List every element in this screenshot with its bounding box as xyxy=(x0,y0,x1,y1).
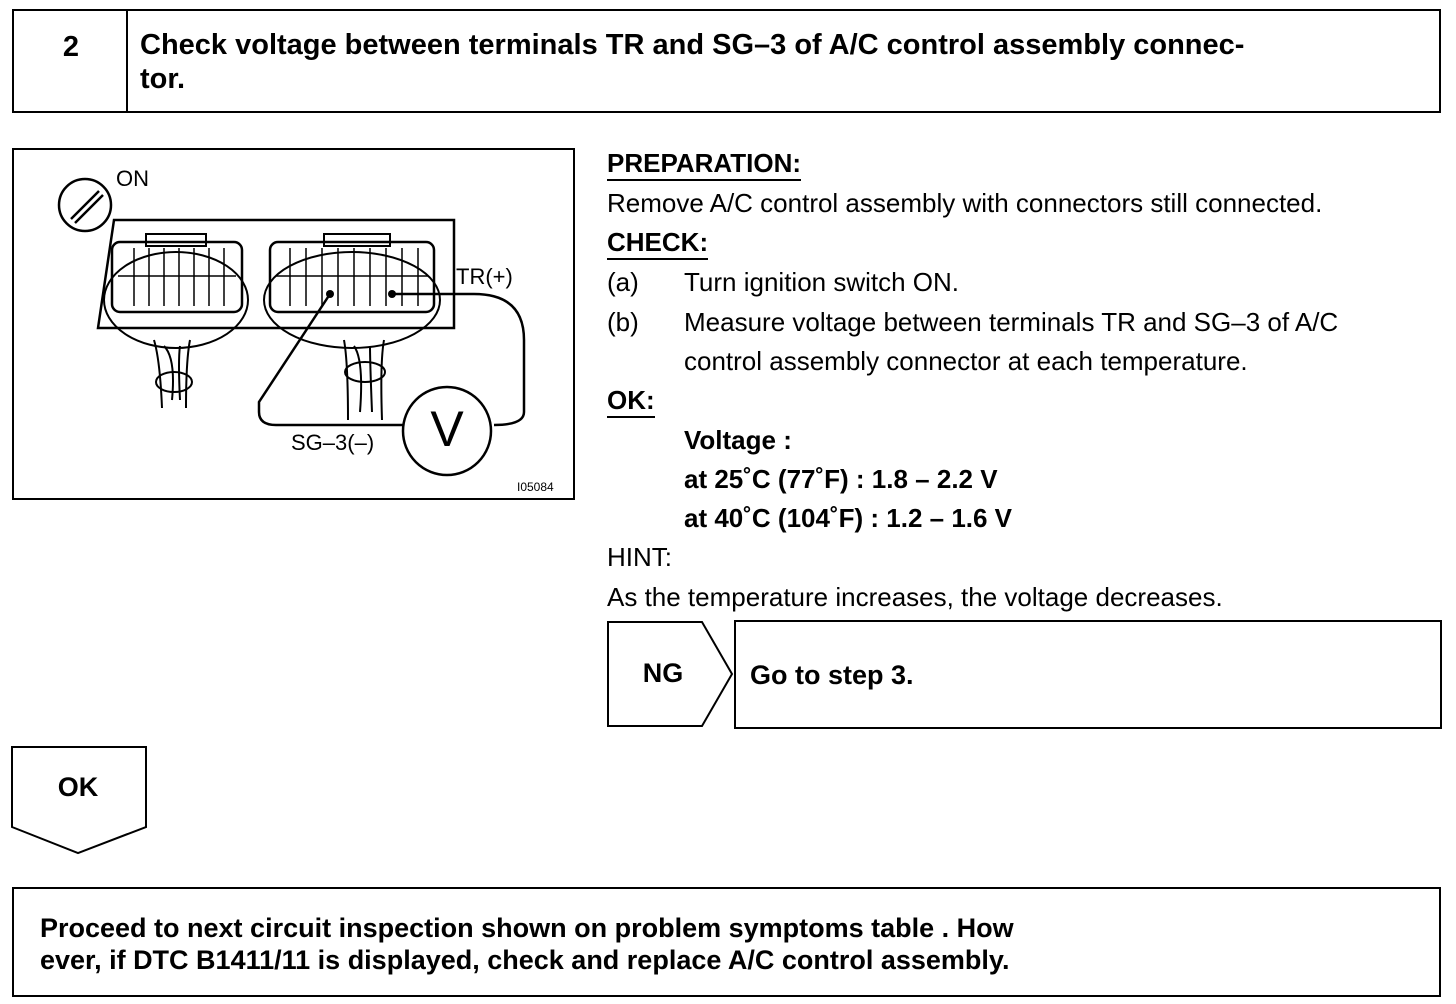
check-heading: CHECK: xyxy=(607,227,709,260)
check-item-b-marker: (b) xyxy=(607,307,639,337)
switch-on-label: ON xyxy=(116,166,149,191)
ng-label: NG xyxy=(642,658,684,688)
hint-text: As the temperature increases, the voltag… xyxy=(607,582,1223,612)
step-title-line1: Check voltage between terminals TR and S… xyxy=(140,29,1245,61)
sg3-terminal-label: SG–3(–) xyxy=(291,430,375,455)
preparation-text: Remove A/C control assembly with connect… xyxy=(607,188,1323,218)
connector-diagram xyxy=(57,177,526,477)
voltage-label: Voltage : xyxy=(684,425,792,455)
voltage-spec-25c: at 25˚C (77˚F) : 1.8 – 2.2 V xyxy=(684,464,998,494)
ng-arrow-tag xyxy=(607,621,734,727)
result-box: Proceed to next circuit inspection shown… xyxy=(12,887,1441,997)
check-item-b-text-line1: Measure voltage between terminals TR and… xyxy=(684,307,1339,337)
ok-spec-heading: OK: xyxy=(607,385,655,418)
check-item-a-text: Turn ignition switch ON. xyxy=(684,267,960,297)
ok-arrow-tag xyxy=(11,746,147,855)
check-item-b-text-line2: control assembly connector at each tempe… xyxy=(684,346,1248,376)
left-connector xyxy=(103,233,249,349)
step-number: 2 xyxy=(62,31,80,63)
ok-label: OK xyxy=(57,772,99,802)
voltage-spec-40c: at 40˚C (104˚F) : 1.2 – 1.6 V xyxy=(684,503,1013,533)
ignition-switch-icon xyxy=(57,177,113,233)
ng-action-box: Go to step 3. xyxy=(734,620,1442,729)
voltmeter-label: V xyxy=(430,401,464,457)
right-connector xyxy=(263,233,441,349)
result-text-line1: Proceed to next circuit inspection shown… xyxy=(40,913,1014,943)
result-text-line2: ever, if DTC B1411/11 is displayed, chec… xyxy=(40,945,1010,975)
preparation-heading: PREPARATION: xyxy=(607,148,802,181)
figure-id: I05084 xyxy=(517,480,554,494)
hint-heading: HINT: xyxy=(607,542,672,572)
wire-harness xyxy=(153,339,386,421)
connector-figure: ON TR(+) SG–3(–) V I05084 xyxy=(12,148,575,500)
step-title-line2: tor. xyxy=(140,63,186,95)
voltmeter-icon xyxy=(401,385,493,477)
check-item-a-marker: (a) xyxy=(607,267,639,297)
connector-housing xyxy=(96,218,456,330)
ng-action-text: Go to step 3. xyxy=(750,660,914,690)
step-divider xyxy=(126,11,128,111)
step-header: 2 Check voltage between terminals TR and… xyxy=(12,9,1441,113)
tr-terminal-label: TR(+) xyxy=(456,264,513,289)
